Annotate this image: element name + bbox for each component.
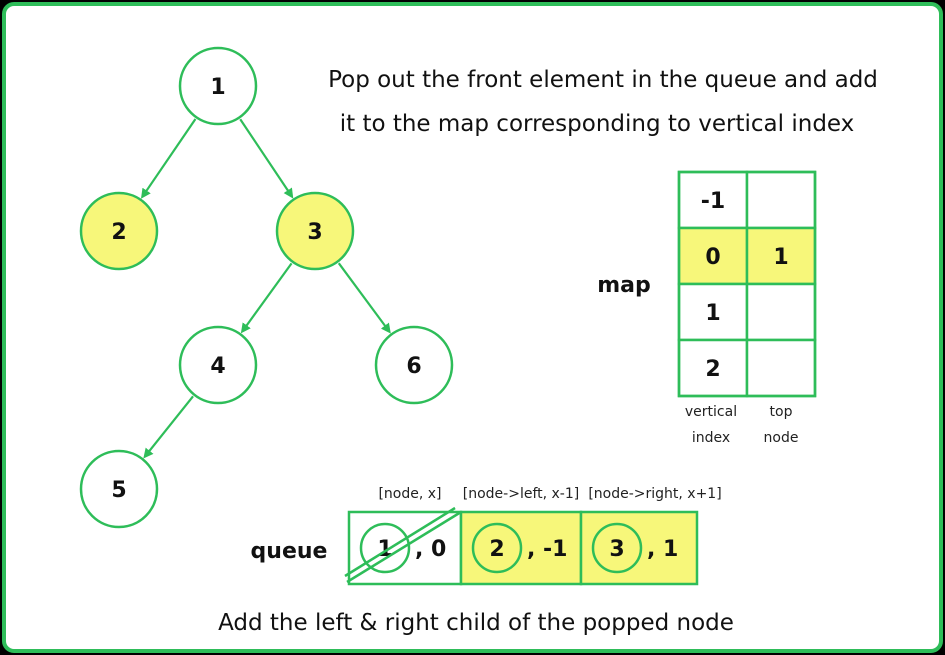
map-index-text: 1 <box>705 301 720 326</box>
map-row: 1 <box>677 282 817 342</box>
map-col2-label-line1: top <box>770 404 793 420</box>
map-value-text: 1 <box>773 245 788 270</box>
caption-top-line-2: it to the map corresponding to vertical … <box>340 111 855 137</box>
map-index-text: -1 <box>701 189 725 214</box>
tree-node-1: 1 <box>178 46 258 126</box>
tree-node-label: 6 <box>406 354 421 379</box>
tree-node-circle <box>178 46 258 126</box>
caption-top-line-1: Pop out the front element in the queue a… <box>328 67 878 93</box>
tree-node-circle <box>178 325 258 405</box>
map-value-cell <box>745 170 817 230</box>
map-row: -1 <box>677 170 817 230</box>
tree-node-6: 6 <box>374 325 454 405</box>
map-value-cell <box>745 338 817 398</box>
tree-edge-n1-n3 <box>239 118 294 199</box>
queue-offset-label: , 0 <box>415 537 446 562</box>
map-col2-label-line2: node <box>764 430 799 446</box>
map-col1-label-line1: vertical <box>685 404 737 420</box>
tree-node-label: 5 <box>111 478 126 503</box>
map-border <box>677 170 817 398</box>
queue-cells: 1, 0[node, x]2, -1[node->left, x-1]3, 1[… <box>344 486 722 586</box>
tree-node-circle <box>275 191 355 271</box>
map-value-cell <box>745 226 817 286</box>
tree-node-label: 4 <box>210 354 225 379</box>
queue-cell-3: 3 , 1 [node->right, x+1] <box>579 486 722 586</box>
tree-node-3: 3 <box>275 191 355 271</box>
caption-bottom: Add the left & right child of the popped… <box>218 610 734 636</box>
map-col1-label-line2: index <box>692 430 730 446</box>
tree-edges <box>140 118 391 459</box>
map-index-text: 0 <box>705 245 720 270</box>
map-row: 2 <box>677 338 817 398</box>
popped-strike-line <box>346 510 462 584</box>
tree-node-label: 3 <box>307 220 322 245</box>
map-value-cell <box>745 282 817 342</box>
map-label: map <box>597 273 651 298</box>
queue-offset-label: , -1 <box>527 537 567 562</box>
tree-node-label: 2 <box>111 220 126 245</box>
tree-edge-n4-n5 <box>143 395 194 459</box>
queue-node-label: 3 <box>609 537 624 562</box>
tree-node-5: 5 <box>79 449 159 529</box>
tree-node-circle <box>79 191 159 271</box>
queue-cell-1: 1, 0[node, x] <box>344 486 463 586</box>
map-index-cell <box>677 170 749 230</box>
queue-node-label: 2 <box>489 537 504 562</box>
tree-node-label: 1 <box>210 75 225 100</box>
queue-node-circle <box>591 522 643 574</box>
tree-node-circle <box>79 449 159 529</box>
queue-cell-header: [node, x] <box>378 486 441 502</box>
tree-nodes: 1 2 3 4 5 6 <box>79 46 454 529</box>
queue-cell-header: [node->right, x+1] <box>588 486 721 502</box>
popped-strike-line <box>344 506 456 578</box>
tree-edge-n3-n4 <box>240 262 293 334</box>
tree-edge-n1-n2 <box>140 118 197 199</box>
queue-node-circle <box>471 522 523 574</box>
queue-label: queue <box>251 539 328 564</box>
tree-node-4: 4 <box>178 325 258 405</box>
queue-offset-label: , 1 <box>647 537 678 562</box>
tree-node-2: 2 <box>79 191 159 271</box>
tree-edge-n3-n6 <box>337 262 391 334</box>
queue-cell-2: 2 , -1 [node->left, x-1] <box>459 486 583 586</box>
tree-node-circle <box>374 325 454 405</box>
map-index-text: 2 <box>705 357 720 382</box>
queue-cell-header: [node->left, x-1] <box>463 486 579 502</box>
